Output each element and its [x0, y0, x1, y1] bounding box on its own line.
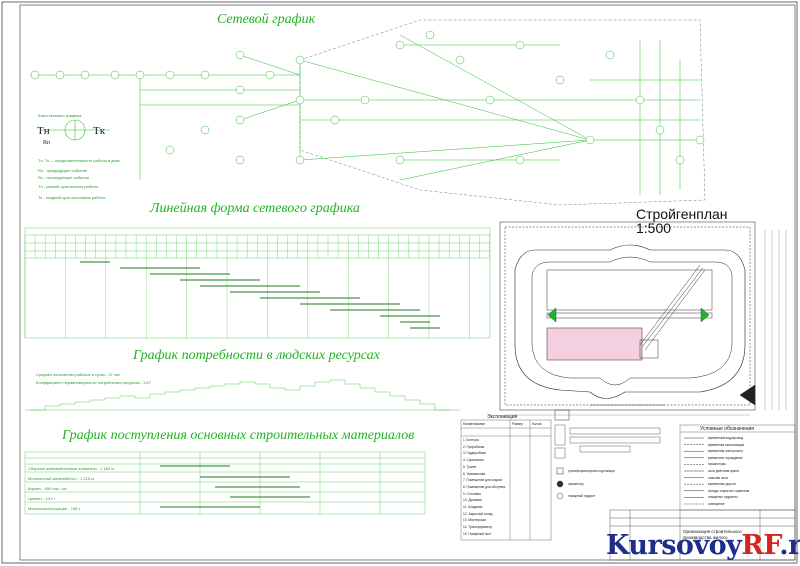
explication-row: 11. Кладовая — [463, 505, 483, 509]
legend-line-1: Tн, Tк — продолжительность работы в днях — [38, 158, 120, 163]
materials-row-5: Металлоконструкции - 108 т — [28, 506, 81, 511]
bottom-legend-hydrant: пожарный гидрант — [568, 494, 596, 498]
legend-item: опасная зона — [708, 475, 728, 480]
explication-row: 2. Прорабская — [463, 444, 485, 449]
explication-row: 8. Помещение для обогрева — [463, 484, 505, 489]
explication-row: 12. Закрытый склад — [463, 511, 493, 516]
resources-title: График потребности в людских ресурсах — [133, 348, 380, 363]
bottom-legend-projector: прожектор — [568, 482, 584, 486]
legend-item: временная канализация — [708, 442, 745, 447]
resources-note-2: Коэффициент неравномерности потребления … — [36, 380, 151, 385]
materials-row-1: Сборные железобетонные элементы - 2 182 … — [28, 466, 115, 471]
explication-header-name: Наименование — [463, 422, 486, 426]
site-plan — [499, 221, 787, 421]
legend-item: освещение — [708, 502, 725, 506]
explication-row: 6. Умывальная — [463, 471, 486, 476]
materials-row-2: Монолитный железобетон - 1 215 м — [28, 476, 95, 481]
resources-chart — [25, 379, 460, 411]
materials-table — [24, 451, 426, 515]
linear-form-bars — [80, 261, 440, 329]
materials-row-3: Кирпич - 650 тыс. шт — [28, 486, 67, 491]
legend-line-4: Tн - ранний срок начала работы — [38, 184, 98, 189]
linear-form-verticals — [24, 235, 490, 338]
explication-row: 13. Мастерская — [463, 518, 486, 523]
legend-item: зона действия крана — [708, 469, 739, 473]
explication-row: 9. Столовая — [463, 491, 481, 496]
node-key-tk: Tк — [93, 125, 106, 137]
node-key — [40, 119, 110, 141]
title-block — [609, 509, 796, 561]
explication-header-qty: Кол-во — [532, 422, 542, 426]
legend-item: прожекторы — [708, 462, 726, 467]
watermark-rf: RF — [741, 530, 780, 561]
siteplan-scale: 1:500 — [636, 220, 672, 236]
explication-title: Экспликация — [487, 414, 518, 420]
siteplan-title: Стройгенплан — [636, 206, 728, 222]
explication-row: 1. Контора — [463, 438, 479, 442]
explication-row: 15. Пожарный пост — [463, 531, 492, 536]
explication-row: 10. Душевая — [463, 498, 482, 503]
legend-item: временные дороги — [708, 482, 736, 487]
title-block-line-2: производства жилого — [683, 535, 728, 540]
title-block-line-1: Организация строительного — [683, 529, 742, 534]
explication-row: 14. Трансформатор — [463, 525, 493, 530]
legend-line-2: Rп - предыдущее событие — [38, 168, 88, 173]
legend-item: пожарные гидранты — [708, 495, 738, 500]
legend-line-5: Tк - поздний срок окончания работы — [38, 195, 106, 200]
explication-row: 4. Сушильная — [463, 458, 484, 463]
bottom-legend-transformer: трансформаторная подстанция — [568, 469, 615, 473]
materials-row-4: Цемент - 131 т — [28, 496, 56, 501]
explication-row: 5. Туалет — [463, 464, 477, 469]
explication-table — [460, 419, 552, 541]
network-nodes — [30, 30, 705, 165]
legend-item: склады открытого хранения — [708, 488, 750, 493]
legend-line-3: Rс - последующее событие — [38, 175, 90, 180]
legend-item: временная электросеть — [708, 449, 744, 454]
watermark-ru: .ru — [779, 530, 800, 561]
resources-note-1: Среднее количество рабочих в сутки - 37 … — [36, 372, 121, 377]
node-key-r: Rп — [43, 140, 51, 146]
network-graph — [30, 19, 706, 206]
legend-title: Условные обозначения — [700, 426, 755, 432]
materials-title: График поступления основных строительных… — [62, 428, 415, 443]
linear-title: Линейная форма сетевого графика — [150, 201, 360, 216]
node-key-title: Ключ сетевого графика — [38, 113, 82, 118]
legend-swatches — [684, 437, 704, 505]
watermark-kursovoy: Kursovoy — [606, 530, 742, 561]
explication-row: 7. Помещение для отдыха — [463, 478, 502, 483]
network-title: Сетевой график — [217, 12, 316, 27]
node-key-tn: Tн — [37, 125, 50, 137]
explication-row: 3. Гардеробная — [463, 451, 486, 456]
temporary-buildings — [554, 424, 661, 459]
watermark-logo: KursovoyRF.ru — [606, 530, 800, 561]
legend-item: временное ограждение — [708, 455, 743, 460]
legend-item: временный водопровод — [708, 436, 744, 440]
bottom-legend-symbols — [556, 467, 564, 500]
explication-header-size: Размер — [512, 422, 523, 426]
